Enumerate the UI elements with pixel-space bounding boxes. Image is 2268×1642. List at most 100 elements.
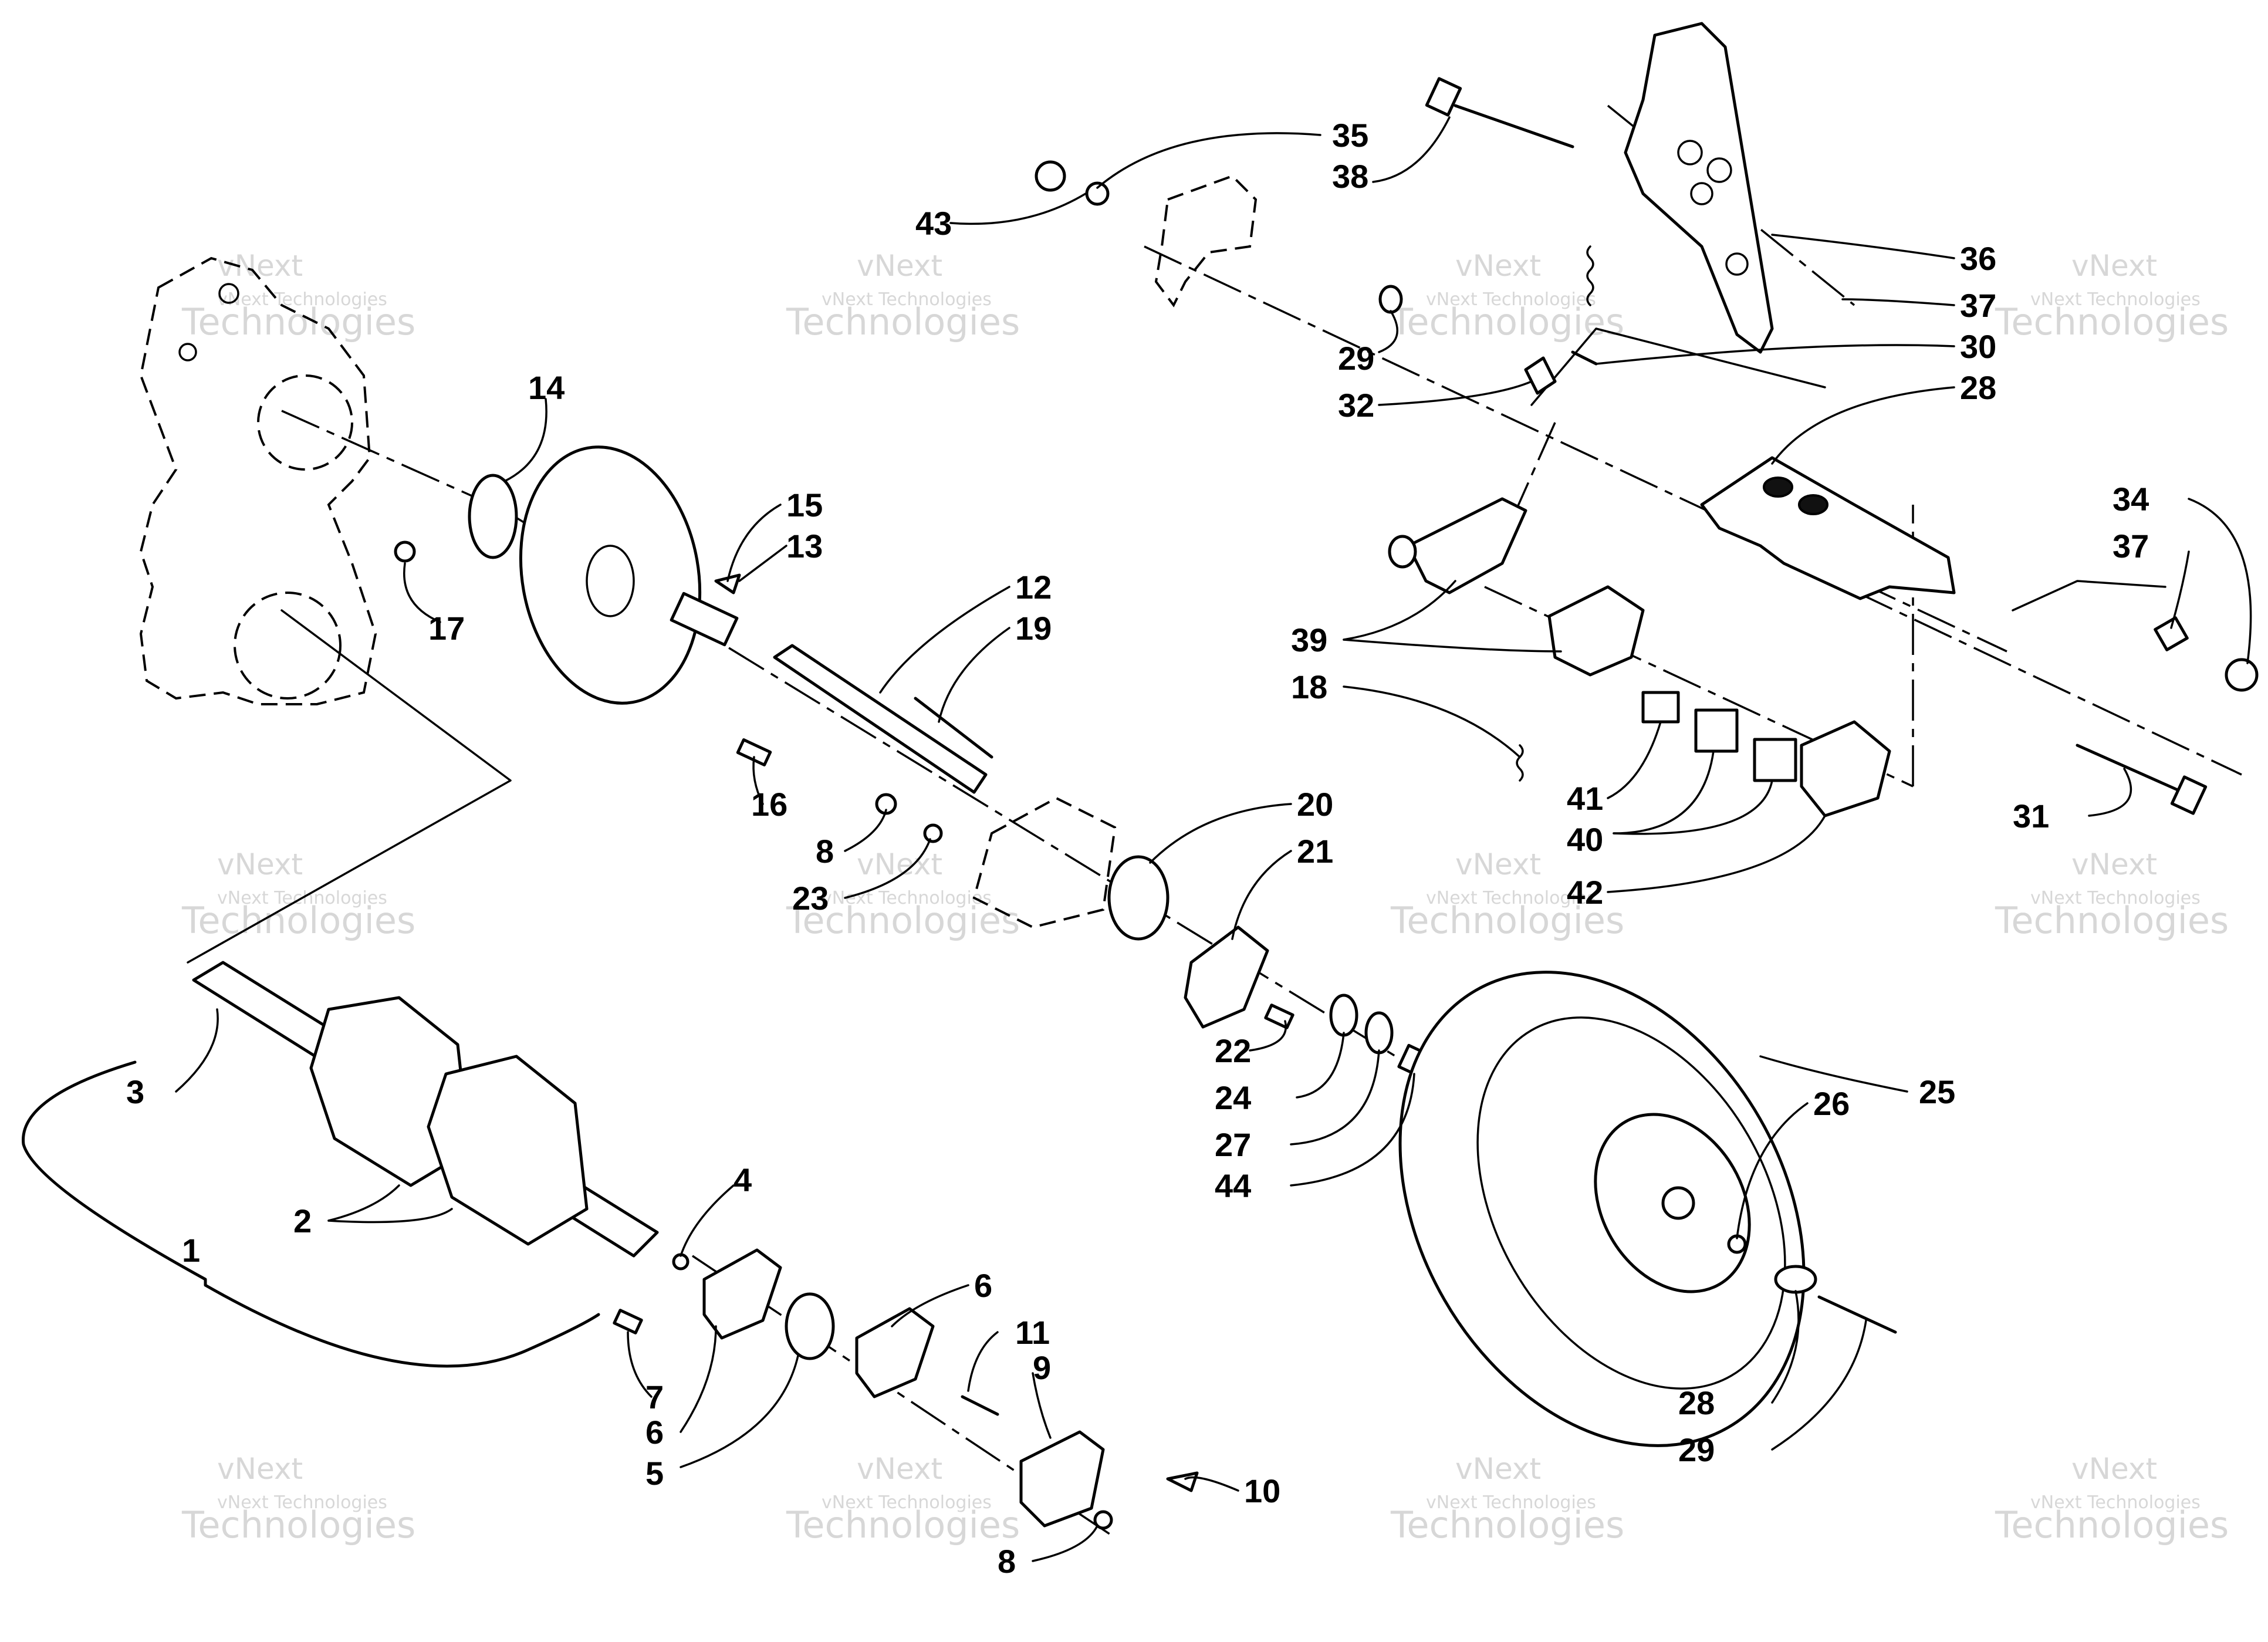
housing-phantom	[972, 796, 1117, 929]
bearing-cap-9	[1019, 1430, 1105, 1528]
watermark-top: vNext	[2071, 249, 2157, 283]
clutch-bore	[1661, 1186, 1695, 1220]
chaincase-housing	[139, 256, 377, 705]
callout-41: 41	[1567, 780, 1603, 817]
sprocket-2a	[309, 996, 471, 1187]
nut-8-lower	[1093, 1510, 1113, 1530]
bolt-33-head	[2170, 775, 2208, 815]
driven-clutch-25	[1398, 971, 1897, 1447]
callout-30: 28	[1960, 369, 1996, 406]
bracket-hole	[1725, 252, 1749, 276]
callout-43: 43	[915, 205, 952, 242]
watermark: vNext vNext Technologies Technologies	[1995, 249, 2229, 343]
pad-40a	[1694, 708, 1739, 753]
leader-4	[680, 1184, 735, 1257]
watermark-line: vNext Technologies	[1426, 888, 1596, 908]
flange-6b	[855, 1307, 935, 1398]
watermark-line: vNext Technologies	[2030, 289, 2201, 310]
watermark-line: vNext Technologies	[217, 289, 387, 310]
brake-disc-15	[519, 445, 702, 705]
watermark-big: Technologies	[1390, 899, 1624, 942]
jackshaft	[773, 644, 988, 794]
watermark: vNext vNext Technologies Technologies	[1995, 1452, 2229, 1546]
lever-assembly	[1378, 245, 1598, 395]
frame-phantom	[1154, 174, 1258, 308]
leader-lines	[175, 116, 2252, 1562]
leader-44	[1290, 1073, 1415, 1187]
callout-2: 2	[293, 1202, 312, 1239]
watermark: vNext vNext Technologies Technologies	[181, 1452, 415, 1546]
leader-10	[1184, 1476, 1239, 1492]
leader-40b	[1613, 779, 1773, 835]
watermark-big: Technologies	[1995, 300, 2229, 343]
leader-24	[1296, 1032, 1345, 1099]
callout-35-right: 34	[2112, 481, 2149, 518]
watermark-big: Technologies	[181, 1504, 415, 1546]
leader-6b	[891, 1284, 969, 1327]
bolt-38	[1425, 77, 1574, 148]
callout-8-upper: 8	[816, 833, 834, 870]
flange-14	[468, 474, 518, 559]
watermark-big: Technologies	[181, 300, 415, 343]
caliper-assembly	[1388, 497, 1891, 817]
callout-23: 23	[792, 880, 829, 917]
axis-jog-left	[187, 609, 512, 964]
assembly-bracket-1	[22, 1060, 600, 1368]
callout-labels: 35 38 43 36 37 30 28 29 32 34 37 31 39 1…	[126, 117, 2149, 1580]
leader-41	[1607, 721, 1662, 799]
callout-14: 14	[528, 369, 565, 406]
callout-28: 28	[1678, 1384, 1715, 1421]
watermark-line: vNext Technologies	[1426, 1492, 1596, 1513]
leader-11	[967, 1331, 999, 1392]
leader-27	[1290, 1049, 1380, 1146]
chaincase-bolt-hole	[178, 343, 197, 361]
callout-4: 4	[734, 1161, 752, 1198]
callout-6-upper: 6	[974, 1267, 992, 1304]
leader-36	[1771, 234, 1955, 259]
jackshaft-12	[736, 644, 993, 794]
callout-8-lower: 8	[998, 1543, 1016, 1580]
axis-line-upper-left	[281, 410, 505, 512]
callout-33: 31	[2013, 798, 2049, 834]
watermark-big: Technologies	[786, 300, 1020, 343]
washer-28	[1774, 1265, 1817, 1294]
leader-3	[175, 1008, 219, 1093]
callout-24: 24	[1215, 1079, 1251, 1116]
shaft-hub	[670, 592, 739, 647]
watermark-line: vNext Technologies	[2030, 1492, 2201, 1513]
callout-39: 39	[1291, 621, 1327, 658]
washer	[1085, 181, 1110, 206]
leader-5	[680, 1354, 799, 1468]
callout-7: 7	[645, 1379, 664, 1415]
callout-37-right: 37	[2112, 528, 2149, 565]
leader-9	[1032, 1372, 1052, 1439]
watermark-top: vNext	[217, 847, 303, 881]
watermark-big: Technologies	[181, 899, 415, 942]
leader-12	[879, 586, 1010, 694]
caliper-arm	[1407, 497, 1527, 594]
bearing-20	[1107, 855, 1170, 941]
bolt-31	[1378, 285, 1403, 314]
leader-39b	[1343, 638, 1562, 653]
leader-37-top	[1841, 298, 1955, 306]
watermark-line: vNext Technologies	[822, 888, 992, 908]
callout-12: 12	[1015, 569, 1052, 606]
bearing-5	[785, 1292, 835, 1360]
leader-38	[1372, 116, 1451, 183]
callout-26: 26	[1813, 1085, 1850, 1122]
callout-6-lower: 6	[645, 1414, 664, 1451]
watermark-top: vNext	[1455, 847, 1541, 881]
leader-30	[1771, 386, 1955, 465]
watermark: vNext vNext Technologies Technologies	[1995, 847, 2229, 942]
callout-5: 5	[645, 1455, 664, 1492]
bearing-housing	[875, 793, 1269, 1029]
bolt-38-head	[1425, 77, 1462, 117]
spring	[1586, 245, 1594, 306]
bracket-hole	[1706, 157, 1732, 183]
nut-17	[394, 540, 416, 563]
callout-3: 3	[126, 1073, 144, 1110]
callout-21: 21	[1297, 833, 1333, 870]
leader-22	[1249, 1020, 1287, 1052]
bolt-29-shank	[1817, 1295, 1897, 1334]
